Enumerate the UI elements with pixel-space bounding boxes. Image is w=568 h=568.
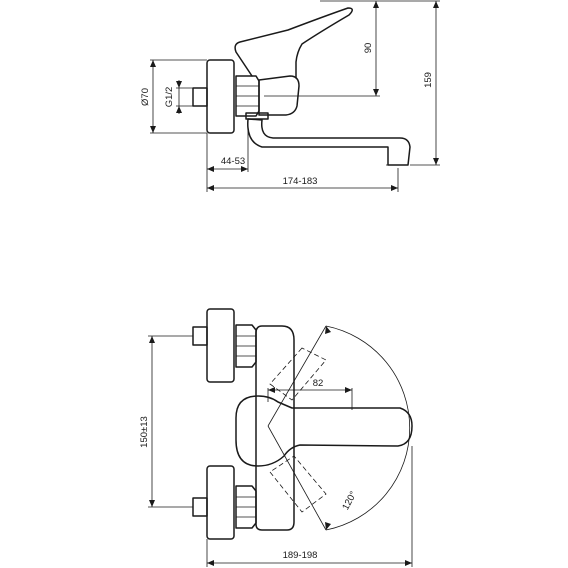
lower-inlet-pipe <box>192 497 208 517</box>
swing-arc <box>325 325 411 531</box>
lever-height-label: 90 <box>363 43 374 54</box>
lever-swing-lower <box>269 455 327 513</box>
upper-inlet-pipe <box>192 326 208 346</box>
swing-angle-label: 120° <box>340 489 359 512</box>
side-view: Ø70 G1/2 44-53 174-183 90 159 <box>140 0 440 192</box>
inlet-pipe <box>192 87 208 107</box>
mixer-body <box>258 75 300 116</box>
lever-top <box>235 395 413 467</box>
diameter-label: Ø70 <box>140 88 151 106</box>
lever-handle <box>234 7 353 79</box>
lever-length-label: 82 <box>313 378 324 389</box>
offset-label: 44-53 <box>221 156 245 167</box>
lower-escutcheon <box>206 465 235 540</box>
mixer-body-top <box>255 325 295 531</box>
upper-escutcheon <box>206 308 235 383</box>
total-height-label: 159 <box>423 72 434 88</box>
centers-label: 150±13 <box>139 416 150 448</box>
projection-label: 174-183 <box>283 176 318 187</box>
thread-label: G1/2 <box>164 87 175 108</box>
spout <box>247 118 411 166</box>
top-view: 82 120° 150±13 189-198 <box>139 308 413 567</box>
wall-escutcheon <box>206 59 235 134</box>
total-width-label: 189-198 <box>283 550 318 561</box>
lever-swing-upper <box>269 347 327 401</box>
